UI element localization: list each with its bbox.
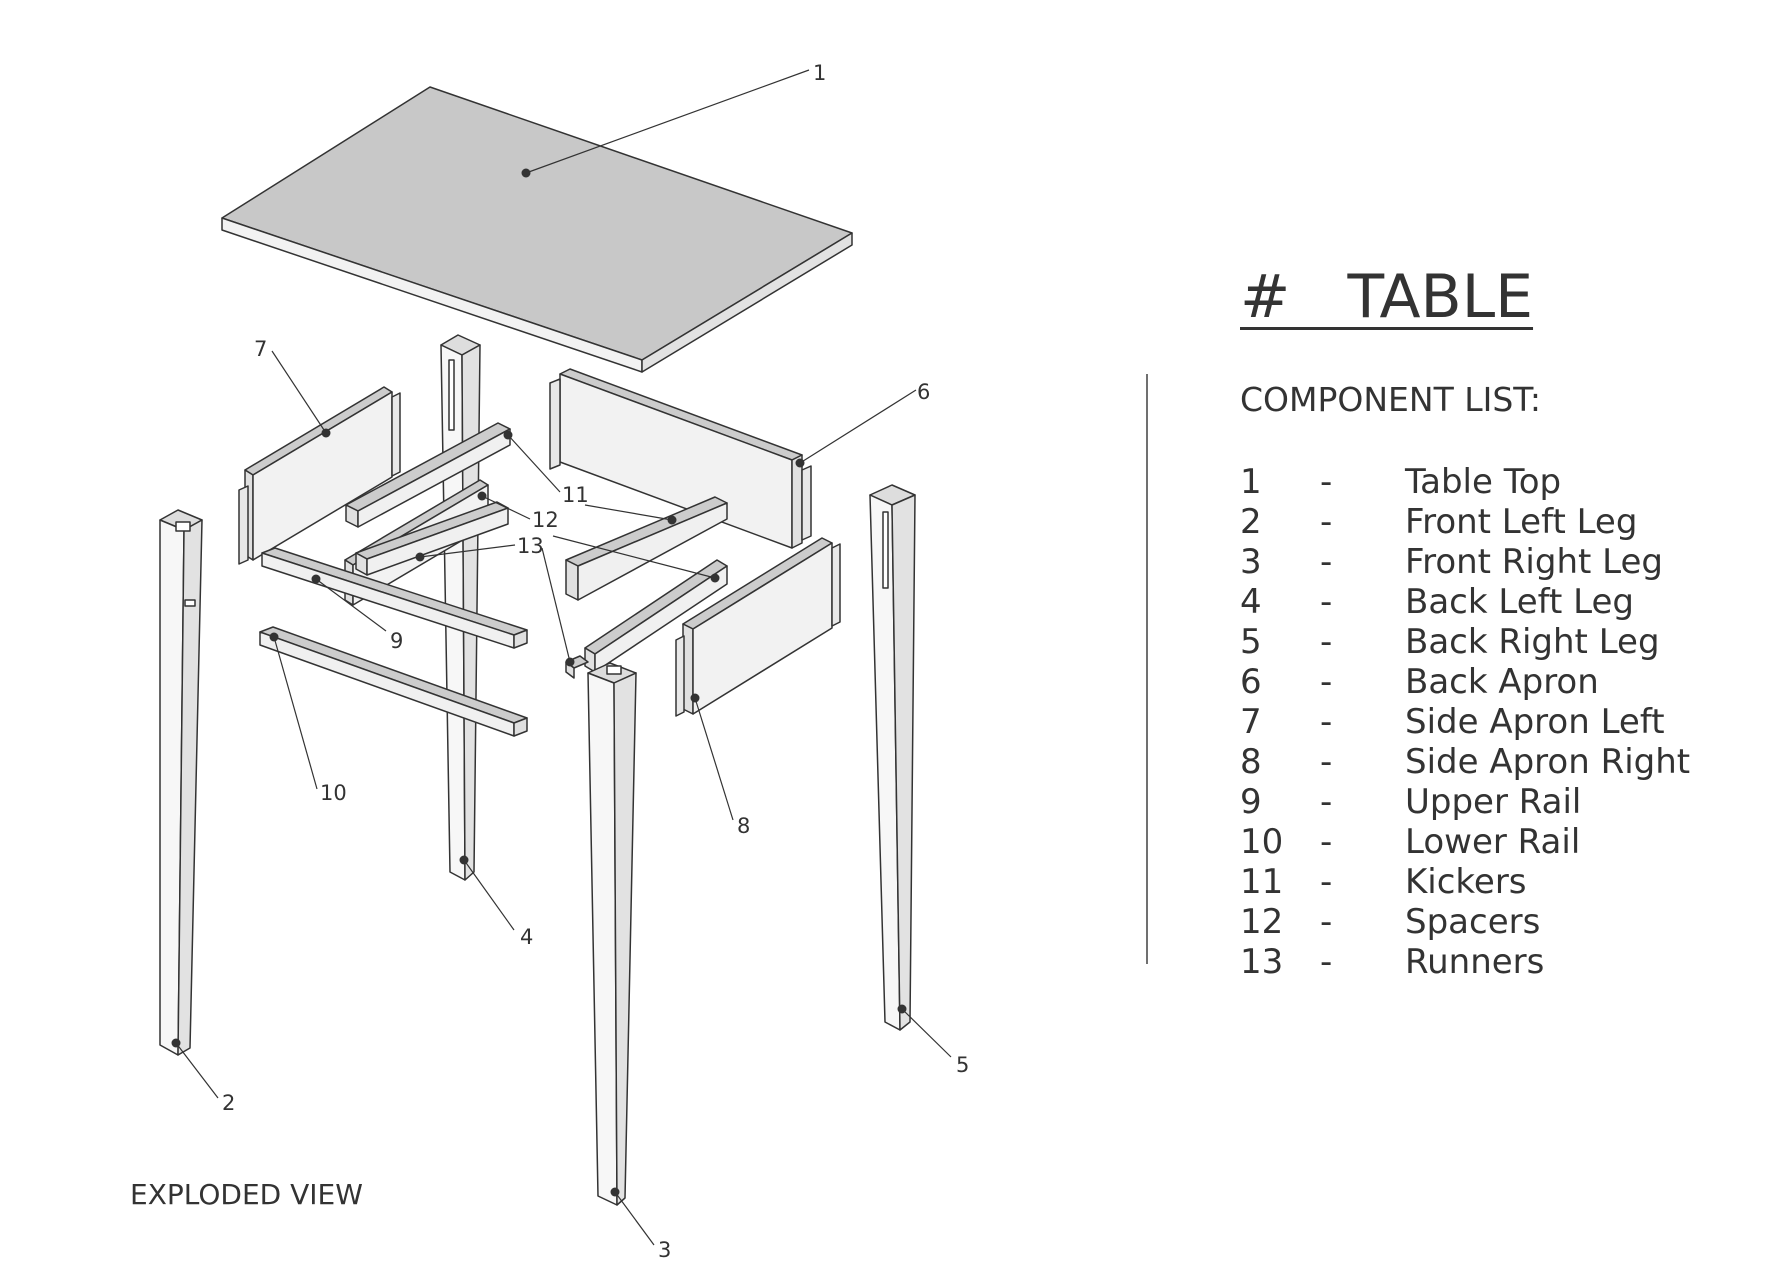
component-name: Kickers xyxy=(1405,862,1527,902)
spacer-left-part xyxy=(355,501,509,576)
component-number: 4 xyxy=(1240,582,1262,622)
component-name: Back Apron xyxy=(1405,662,1599,702)
side-apron-left-part xyxy=(238,386,401,565)
component-dash: - xyxy=(1320,902,1333,942)
component-dash: - xyxy=(1320,622,1333,662)
component-dash: - xyxy=(1320,782,1333,822)
component-name: Front Left Leg xyxy=(1405,502,1638,542)
component-dash: - xyxy=(1320,822,1333,862)
component-dash: - xyxy=(1320,582,1333,622)
component-name: Upper Rail xyxy=(1405,782,1582,822)
component-name: Back Left Leg xyxy=(1405,582,1634,622)
kicker-right-part xyxy=(565,496,728,601)
component-number: 5 xyxy=(1240,622,1262,662)
page-title: # TABLE xyxy=(1240,262,1534,332)
component-list-heading: COMPONENT LIST: xyxy=(1240,380,1541,419)
callout-6: 6 xyxy=(917,380,930,404)
component-dash: - xyxy=(1320,862,1333,902)
component-number: 1 xyxy=(1240,462,1262,502)
callout-7: 7 xyxy=(254,337,267,361)
callout-1: 1 xyxy=(813,61,826,85)
exploded-view-caption: EXPLODED VIEW xyxy=(130,1178,363,1211)
component-dash: - xyxy=(1320,462,1333,502)
component-number: 3 xyxy=(1240,542,1262,582)
kicker-left-part xyxy=(345,422,511,528)
component-number: 13 xyxy=(1240,942,1284,982)
lower-rail-part xyxy=(259,626,528,737)
component-name: Side Apron Left xyxy=(1405,702,1665,742)
component-number: 11 xyxy=(1240,862,1284,902)
front-right-leg-part xyxy=(587,662,637,1206)
component-number: 10 xyxy=(1240,822,1284,862)
component-number: 2 xyxy=(1240,502,1262,542)
callout-12: 12 xyxy=(532,508,559,532)
component-number: 7 xyxy=(1240,702,1262,742)
back-right-leg-part xyxy=(869,484,916,1031)
component-dash: - xyxy=(1320,702,1333,742)
component-dash: - xyxy=(1320,742,1333,782)
component-name: Table Top xyxy=(1405,462,1562,502)
component-dash: - xyxy=(1320,662,1333,702)
side-apron-right-part xyxy=(675,537,841,717)
front-left-leg-part xyxy=(159,509,203,1056)
component-name: Spacers xyxy=(1405,902,1541,942)
spacer-right-part xyxy=(584,559,728,673)
callout-8: 8 xyxy=(737,814,750,838)
component-name: Front Right Leg xyxy=(1405,542,1663,582)
component-name: Side Apron Right xyxy=(1405,742,1691,782)
component-dash: - xyxy=(1320,542,1333,582)
callout-9: 9 xyxy=(390,629,403,653)
callout-11: 11 xyxy=(562,483,589,507)
callout-3: 3 xyxy=(658,1238,671,1262)
component-number: 9 xyxy=(1240,782,1262,822)
component-number: 6 xyxy=(1240,662,1262,702)
component-dash: - xyxy=(1320,502,1333,542)
back-apron-part xyxy=(549,368,812,549)
callout-2: 2 xyxy=(222,1091,235,1115)
component-dash: - xyxy=(1320,942,1333,982)
component-name: Back Right Leg xyxy=(1405,622,1660,662)
vertical-divider xyxy=(1146,374,1148,964)
callout-10: 10 xyxy=(320,781,347,805)
component-number: 8 xyxy=(1240,742,1262,782)
callout-4: 4 xyxy=(520,925,533,949)
callout-13: 13 xyxy=(517,534,544,558)
component-name: Lower Rail xyxy=(1405,822,1581,862)
table-top-part xyxy=(221,86,853,373)
upper-rail-part xyxy=(261,547,528,649)
callout-5: 5 xyxy=(956,1053,969,1077)
component-number: 12 xyxy=(1240,902,1284,942)
component-name: Runners xyxy=(1405,942,1545,982)
leader-lines xyxy=(175,69,952,1246)
callout-dots xyxy=(171,168,907,1197)
